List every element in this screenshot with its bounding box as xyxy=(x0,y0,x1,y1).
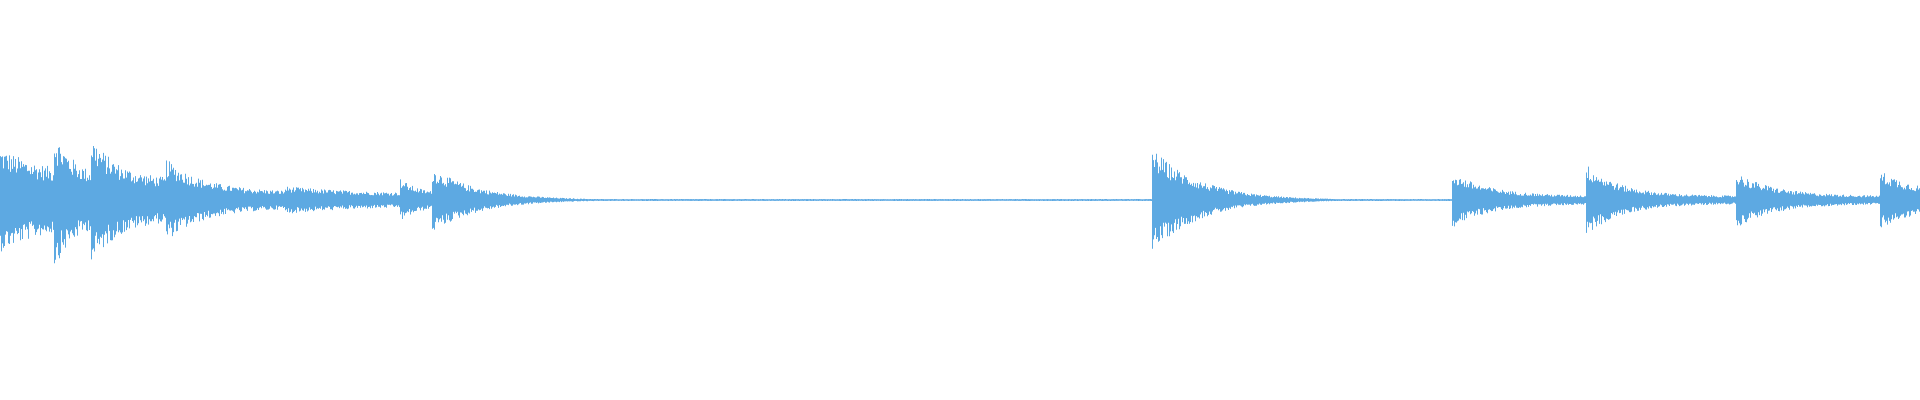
waveform-trace xyxy=(0,146,1920,264)
